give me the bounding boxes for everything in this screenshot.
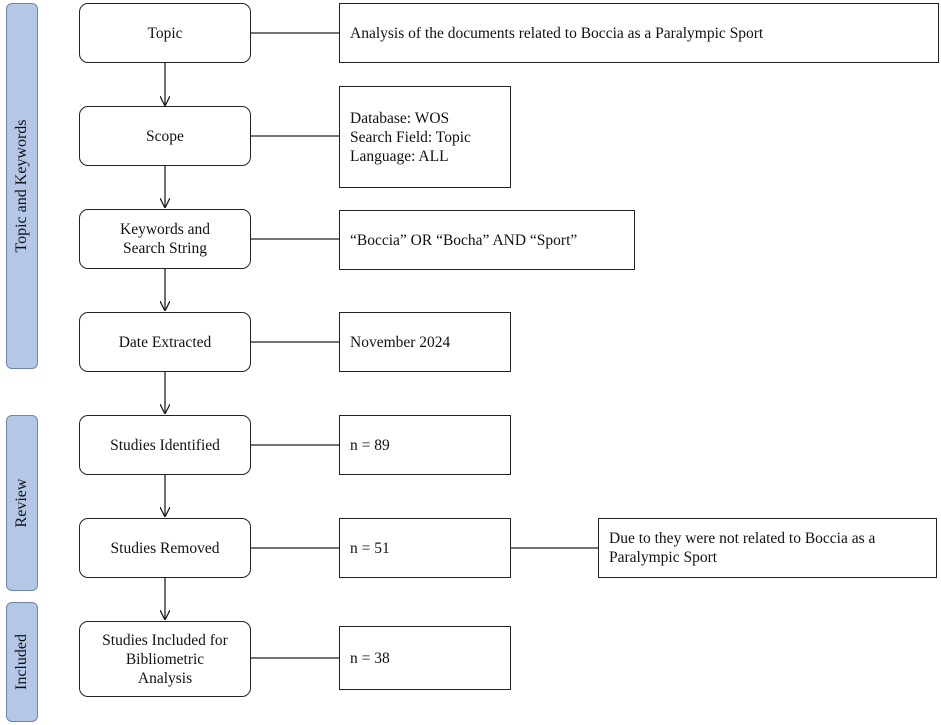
note-removal-reason: Due to they were not related to Boccia a…: [598, 518, 937, 578]
phase-label: Included: [13, 634, 30, 690]
step-date-extracted: Date Extracted: [79, 312, 251, 372]
step-keywords-search-string: Keywords and Search String: [79, 209, 251, 269]
note-studies-identified: n = 89: [339, 415, 511, 475]
phase-topic-and-keywords: Topic and Keywords: [6, 3, 38, 369]
note-scope: Database: WOS Search Field: Topic Langua…: [339, 86, 511, 188]
phase-review: Review: [6, 415, 38, 591]
phase-label: Review: [13, 478, 30, 528]
note-topic: Analysis of the documents related to Boc…: [339, 3, 939, 63]
step-studies-identified: Studies Identified: [79, 415, 251, 475]
step-topic: Topic: [79, 3, 251, 63]
phase-label: Topic and Keywords: [13, 119, 30, 253]
phase-included: Included: [6, 602, 38, 722]
step-scope: Scope: [79, 106, 251, 166]
note-studies-removed: n = 51: [339, 518, 511, 578]
note-search-string: “Boccia” OR “Bocha” AND “Sport”: [339, 210, 635, 270]
step-studies-included: Studies Included for Bibliometric Analys…: [79, 621, 251, 697]
note-date-extracted: November 2024: [339, 312, 511, 372]
step-studies-removed: Studies Removed: [79, 518, 251, 578]
note-studies-included: n = 38: [339, 626, 511, 690]
